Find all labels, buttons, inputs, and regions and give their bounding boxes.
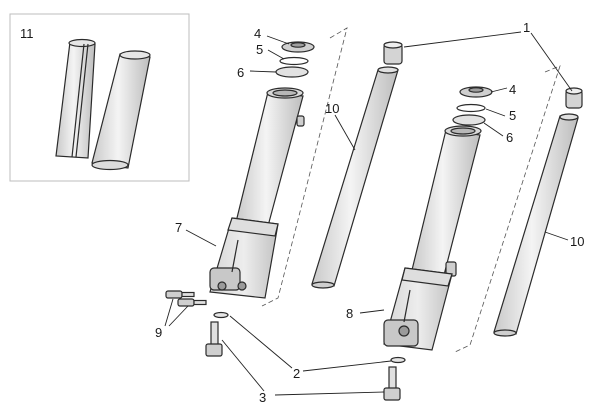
dust-seal-left [281, 41, 315, 53]
tube-cap-right [565, 87, 583, 109]
fork-tube-right [493, 113, 579, 337]
dust-seal-right [459, 86, 493, 98]
bushing-split-right [91, 50, 151, 171]
callout-1: 1 [523, 20, 530, 35]
washer-right [390, 356, 406, 364]
fork-tube-center [311, 66, 399, 289]
fork-leg-right [383, 125, 482, 351]
callout-5-left: 5 [256, 42, 263, 57]
callout-10-center: 10 [325, 101, 339, 116]
callout-5-right: 5 [509, 108, 516, 123]
callout-4-right: 4 [509, 82, 516, 97]
bolt-right [383, 366, 401, 401]
callout-3: 3 [259, 390, 266, 405]
assembly-guide-left [261, 27, 348, 307]
leader-lines [164, 31, 573, 396]
callout-7: 7 [175, 220, 182, 235]
tube-cap-center [383, 41, 403, 65]
fork-leg-left [209, 87, 305, 299]
bushing-split-left [55, 38, 96, 159]
callout-4-left: 4 [254, 26, 261, 41]
oil-seal-left [275, 66, 309, 78]
washer-left [213, 311, 229, 319]
callout-labels: 1 2 3 4 4 5 5 6 6 7 8 9 10 10 11 [20, 20, 584, 405]
bolt-left [205, 321, 223, 357]
callout-6-left: 6 [237, 65, 244, 80]
circlip-right [456, 103, 486, 113]
callout-6-right: 6 [506, 130, 513, 145]
callout-10-right: 10 [570, 234, 584, 249]
oil-seal-right [452, 114, 486, 126]
inset-box-bushings [9, 13, 190, 182]
callout-2: 2 [293, 366, 300, 381]
screw-pair [165, 290, 207, 307]
callout-9: 9 [155, 325, 162, 340]
assembly-guide-right [454, 65, 561, 353]
callout-8: 8 [346, 306, 353, 321]
circlip-left [279, 56, 309, 66]
callout-11: 11 [20, 26, 34, 41]
